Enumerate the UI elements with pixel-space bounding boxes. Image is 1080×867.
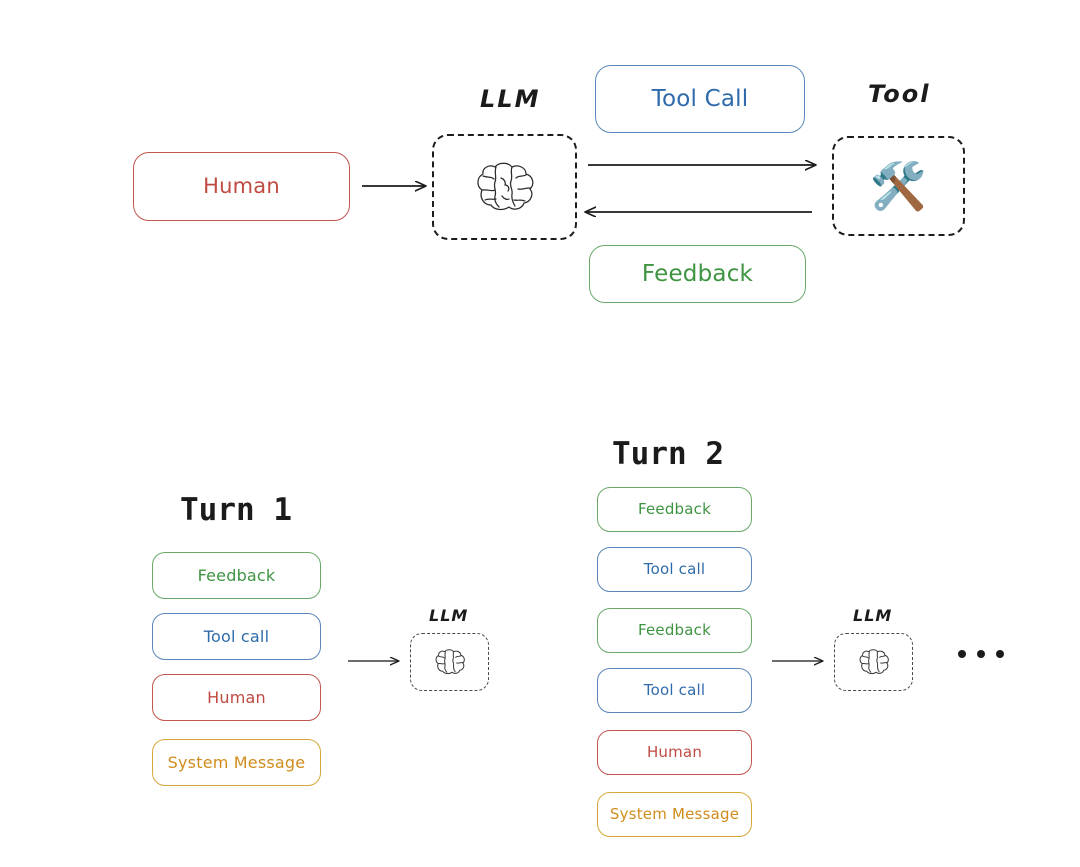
turn1-title: Turn 1 xyxy=(180,492,292,528)
llm-box-turn1[interactable] xyxy=(410,633,489,691)
llm-caption-turn1: LLM xyxy=(429,606,469,625)
brain-icon xyxy=(857,648,891,676)
tool-call-box[interactable]: Tool Call xyxy=(595,65,805,133)
turn1-item-tool-call-1[interactable]: Tool call xyxy=(152,613,321,660)
turn2-item-feedback-2[interactable]: Feedback xyxy=(597,608,752,653)
ellipsis-dot xyxy=(996,650,1004,658)
turn2-item-tool-call-1[interactable]: Tool call xyxy=(597,547,752,592)
continuation-ellipsis xyxy=(958,650,1004,658)
brain-icon xyxy=(472,160,538,214)
turn2-item-human[interactable]: Human xyxy=(597,730,752,775)
turn2-item-tool-call-2[interactable]: Tool call xyxy=(597,668,752,713)
turn1-item-feedback-1[interactable]: Feedback xyxy=(152,552,321,599)
brain-icon xyxy=(433,648,467,676)
tool-box[interactable]: 🛠️ xyxy=(832,136,965,236)
hammer-and-wrench-icon: 🛠️ xyxy=(869,159,928,213)
ellipsis-dot xyxy=(977,650,985,658)
turn2-item-feedback-1[interactable]: Feedback xyxy=(597,487,752,532)
llm-box-turn2[interactable] xyxy=(834,633,913,691)
ellipsis-dot xyxy=(958,650,966,658)
feedback-box[interactable]: Feedback xyxy=(589,245,806,303)
turn1-item-system-message[interactable]: System Message xyxy=(152,739,321,786)
turn1-item-human[interactable]: Human xyxy=(152,674,321,721)
turn2-item-system-message[interactable]: System Message xyxy=(597,792,752,837)
turn2-title: Turn 2 xyxy=(612,436,724,472)
llm-caption-turn2: LLM xyxy=(853,606,893,625)
tool-caption: Tool xyxy=(868,80,931,108)
llm-caption-top: LLM xyxy=(480,85,541,113)
human-box[interactable]: Human xyxy=(133,152,350,221)
llm-box-top[interactable] xyxy=(432,134,577,240)
